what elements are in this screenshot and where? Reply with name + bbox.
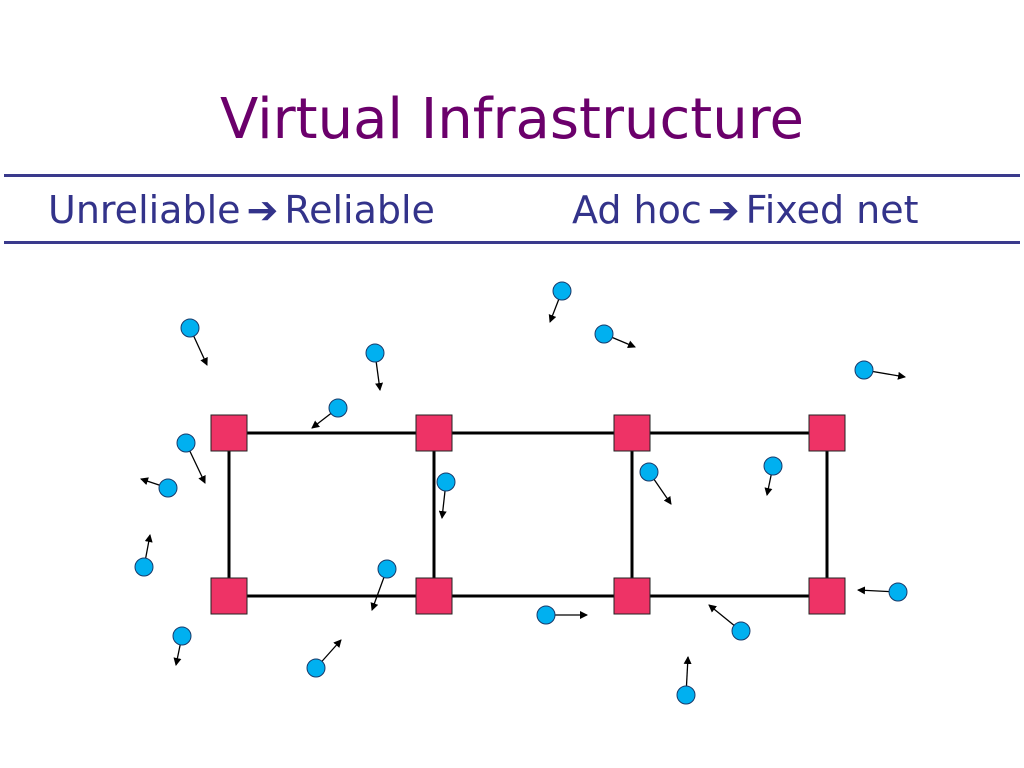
square-node-icon — [210, 577, 248, 615]
circle-node-icon — [377, 559, 397, 579]
mobile-node-arrows — [140, 290, 906, 696]
subtitle-adhoc-fixed: Ad hoc➔Fixed net — [572, 182, 919, 238]
circle-node-icon — [158, 478, 178, 498]
square-node-icon — [613, 414, 651, 452]
square-node-icon — [613, 577, 651, 615]
slide-title: Virtual Infrastructure — [220, 87, 804, 152]
bottom-divider — [4, 241, 1020, 244]
right-arrow-icon: ➔ — [246, 188, 279, 232]
square-node-icon — [808, 577, 846, 615]
circle-node-icon — [763, 456, 783, 476]
square-node-icon — [415, 577, 453, 615]
circle-node-icon — [676, 685, 696, 705]
circle-node-icon — [180, 318, 200, 338]
square-node-icon — [210, 414, 248, 452]
mobile-nodes — [134, 281, 908, 705]
circle-node-icon — [594, 324, 614, 344]
circle-node-icon — [365, 343, 385, 363]
circle-node-icon — [639, 462, 659, 482]
circle-node-icon — [172, 626, 192, 646]
fixed-nodes — [210, 414, 846, 615]
circle-node-icon — [888, 582, 908, 602]
circle-node-icon — [436, 472, 456, 492]
circle-node-icon — [134, 557, 154, 577]
top-divider — [4, 174, 1020, 177]
subtitle-left-to: Reliable — [284, 188, 435, 232]
circle-node-icon — [731, 621, 751, 641]
circle-node-icon — [328, 398, 348, 418]
circle-node-icon — [536, 605, 556, 625]
right-arrow-icon: ➔ — [707, 188, 740, 232]
fixed-network-edges — [227, 431, 829, 598]
subtitle-unreliable-reliable: Unreliable➔Reliable — [48, 182, 435, 238]
circle-node-icon — [552, 281, 572, 301]
subtitle-right-from: Ad hoc — [572, 188, 702, 232]
circle-node-icon — [854, 360, 874, 380]
circle-node-icon — [176, 433, 196, 453]
square-node-icon — [808, 414, 846, 452]
circle-node-icon — [306, 658, 326, 678]
subtitle-right-to: Fixed net — [745, 188, 919, 232]
square-node-icon — [415, 414, 453, 452]
subtitle-left-from: Unreliable — [48, 188, 241, 232]
